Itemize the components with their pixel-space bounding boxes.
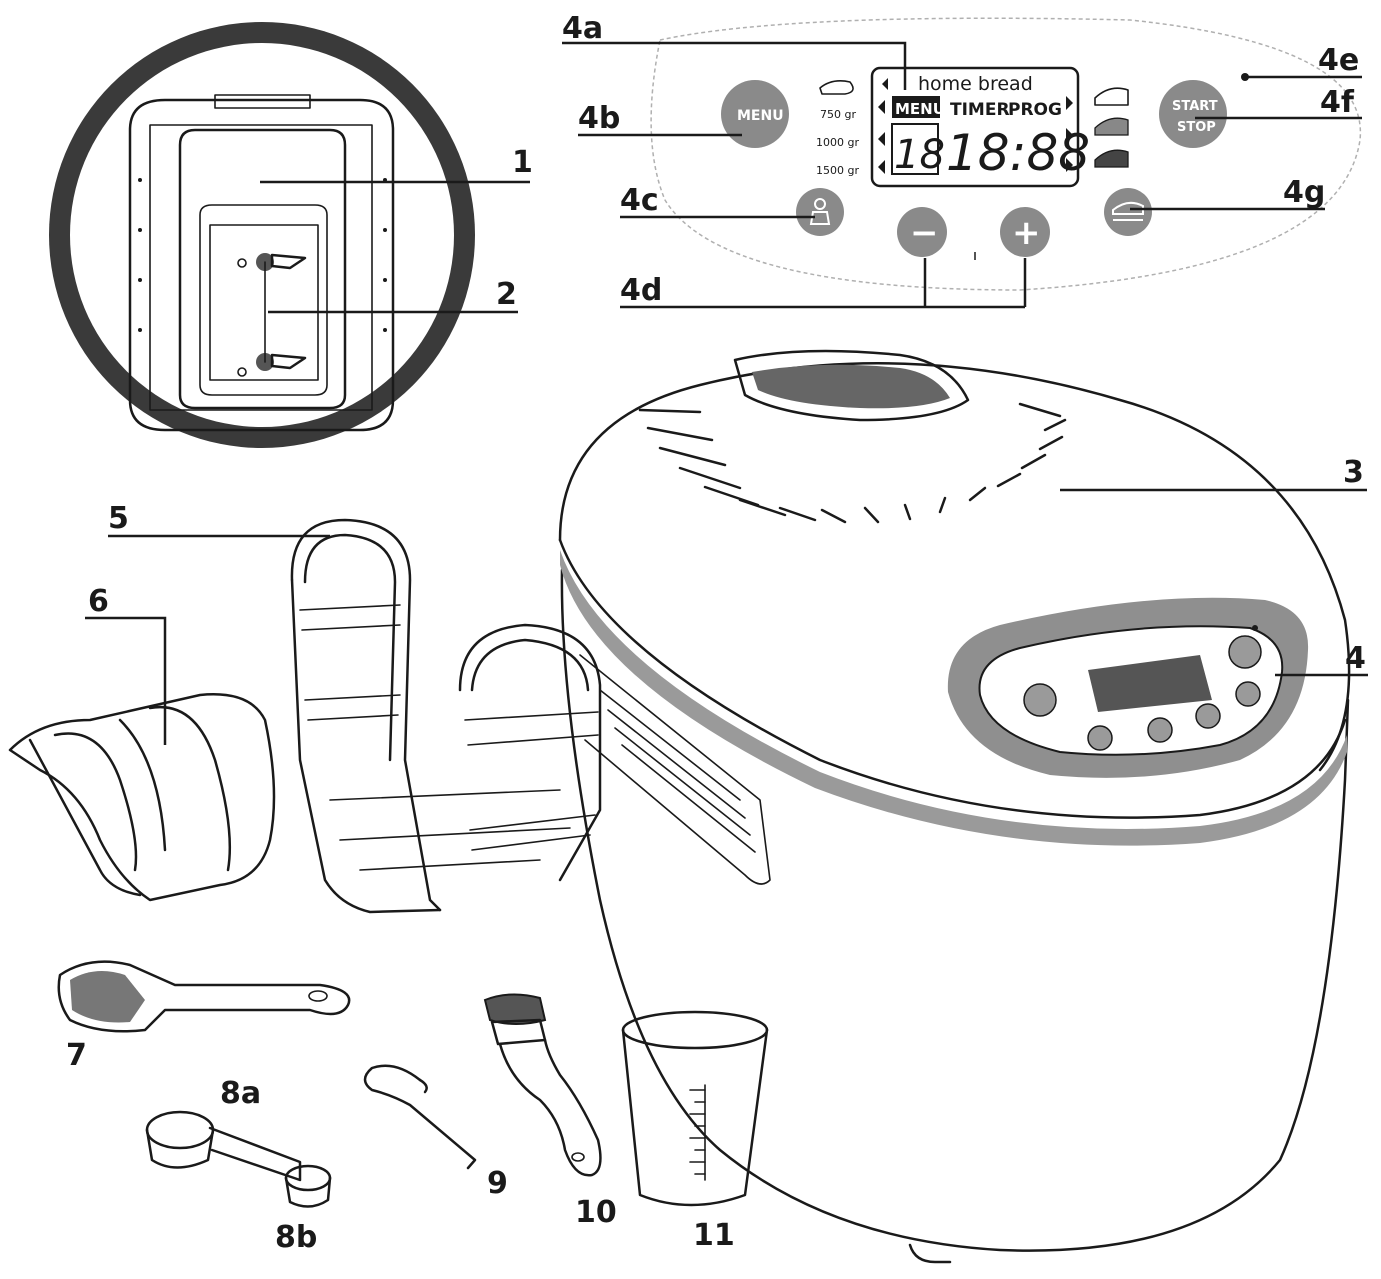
bread-maker-machine <box>558 349 1351 1264</box>
start-stop-button[interactable]: START STOP <box>1159 80 1227 148</box>
label-5: 5 <box>108 501 129 536</box>
label-4d: 4d <box>620 273 662 308</box>
weight-1500: 1500 gr <box>816 164 859 177</box>
measuring-cup <box>621 1010 769 1207</box>
plus-symbol: + <box>1012 213 1041 253</box>
weight-1000: 1000 gr <box>816 136 859 149</box>
label-4a: 4a <box>562 11 603 46</box>
label-10: 10 <box>575 1195 617 1230</box>
label-4: 4 <box>1345 641 1366 676</box>
crust-button[interactable] <box>1104 188 1152 236</box>
minus-symbol: − <box>910 213 939 253</box>
lcd-menu-label: MENU <box>895 100 945 118</box>
pastry-brush <box>483 993 602 1177</box>
label-8a: 8a <box>220 1076 261 1111</box>
label-4c: 4c <box>620 183 659 218</box>
weight-button[interactable] <box>796 188 844 236</box>
lid-vents <box>638 402 1067 524</box>
indicator-light <box>1241 73 1249 81</box>
label-4e: 4e <box>1318 43 1359 78</box>
label-6: 6 <box>88 584 109 619</box>
label-4g: 4g <box>1283 175 1325 210</box>
label-2: 2 <box>496 277 517 312</box>
label-11: 11 <box>693 1218 735 1253</box>
menu-button[interactable]: MENU <box>721 80 789 148</box>
weight-750: 750 gr <box>820 108 856 121</box>
minus-button[interactable]: − <box>897 207 947 257</box>
label-4b: 4b <box>578 101 620 136</box>
lcd-display: home bread MENU TIMER PROG 18 18:88 <box>870 66 1090 188</box>
baguette-tray <box>8 693 276 902</box>
kneading-paddles <box>237 253 307 377</box>
crust-color-icons <box>1094 87 1129 168</box>
lcd-title: home bread <box>918 73 1033 95</box>
label-7: 7 <box>66 1038 87 1073</box>
label-1: 1 <box>512 145 533 180</box>
label-3: 3 <box>1343 455 1364 490</box>
lcd-menu-digits: 18 <box>894 132 945 178</box>
baguette-rack <box>290 518 602 914</box>
measuring-spoon <box>145 1110 332 1208</box>
wire-hook <box>363 1064 477 1170</box>
paddle-removal-hook <box>57 960 351 1033</box>
lcd-prog-label: PROG <box>1008 100 1062 120</box>
plus-button[interactable]: + <box>1000 207 1050 257</box>
menu-button-label: MENU <box>737 108 784 124</box>
start-label: START <box>1172 99 1218 114</box>
label-9: 9 <box>487 1166 508 1201</box>
loaf-weight-indicators: 750 gr 1000 gr 1500 gr <box>816 80 859 177</box>
bread-pan-inset <box>49 22 475 448</box>
label-8b: 8b <box>275 1220 317 1255</box>
label-4f: 4f <box>1320 85 1355 120</box>
lcd-timer-label: TIMER <box>950 100 1010 120</box>
stop-label: STOP <box>1177 120 1216 135</box>
control-panel-detail: home bread MENU TIMER PROG 18 18:88 750 … <box>650 17 1362 291</box>
